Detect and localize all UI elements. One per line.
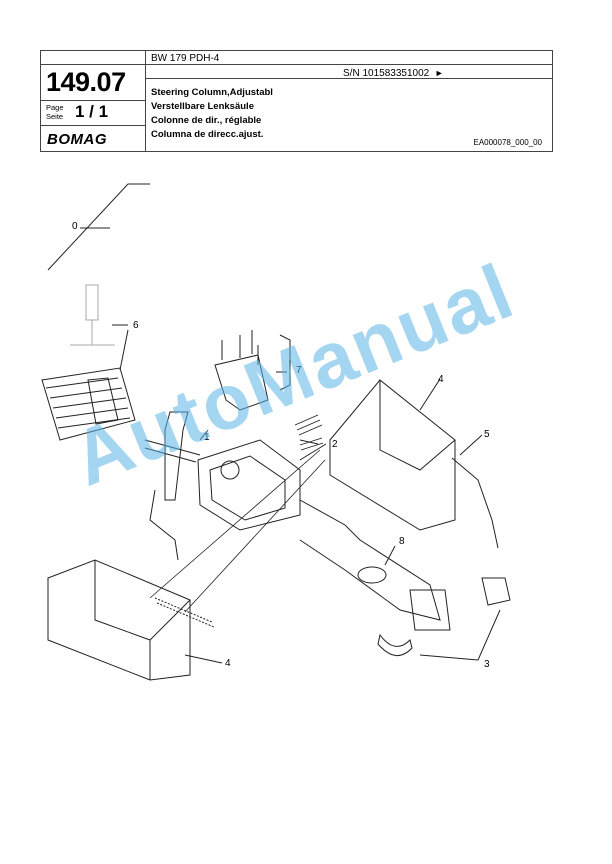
- cover-part-4-upper: [329, 379, 456, 531]
- title-french: Colonne de dir., réglable: [151, 115, 262, 126]
- section-number: 149.07: [46, 67, 126, 97]
- leader-line: [47, 183, 150, 271]
- cover-part-4-lower: [47, 559, 191, 681]
- callout-label: 0: [72, 221, 78, 232]
- arrow-right-icon: ►: [434, 68, 444, 78]
- callout-label: 4: [438, 374, 444, 385]
- boot-part-6: [41, 367, 136, 441]
- clamp-part-3: [377, 633, 413, 656]
- title-english: Steering Column,Adjustabl: [151, 87, 273, 98]
- callout-label: 3: [484, 659, 490, 670]
- callout-label: 2: [332, 439, 338, 450]
- title-german: Verstellbare Lenksäule: [151, 101, 254, 112]
- header-divider: [145, 51, 146, 151]
- machine-model: BW 179 PDH-4: [151, 53, 220, 64]
- callout-label: 1: [204, 432, 210, 443]
- exploded-parts-drawing: 0 1 2 3 4 4 5 6 7 8: [41, 183, 511, 681]
- header-rule: [41, 125, 145, 126]
- callout-label: 8: [399, 536, 405, 547]
- callout-label: 7: [296, 365, 302, 376]
- callout-label: 5: [484, 429, 490, 440]
- brand-logo: BOMAG: [47, 131, 107, 148]
- page-label: Page Seite: [46, 103, 64, 121]
- header-rule: [145, 78, 552, 79]
- callout-label: 6: [133, 320, 139, 331]
- document-id: EA000078_000_00: [473, 138, 542, 147]
- clamp-part-3: [481, 577, 511, 606]
- parts-header: BW 179 PDH-4 S/N 101583351002 ► 149.07 P…: [40, 50, 553, 152]
- callout-label: 4: [225, 658, 231, 669]
- page-number: 1 / 1: [75, 102, 109, 121]
- title-spanish: Columna de direcc.ajust.: [151, 129, 264, 140]
- header-rule: [41, 100, 145, 101]
- header-rule: [41, 64, 552, 65]
- serial-number: S/N 101583351002 ►: [343, 68, 444, 79]
- cable-part-5: [451, 457, 499, 549]
